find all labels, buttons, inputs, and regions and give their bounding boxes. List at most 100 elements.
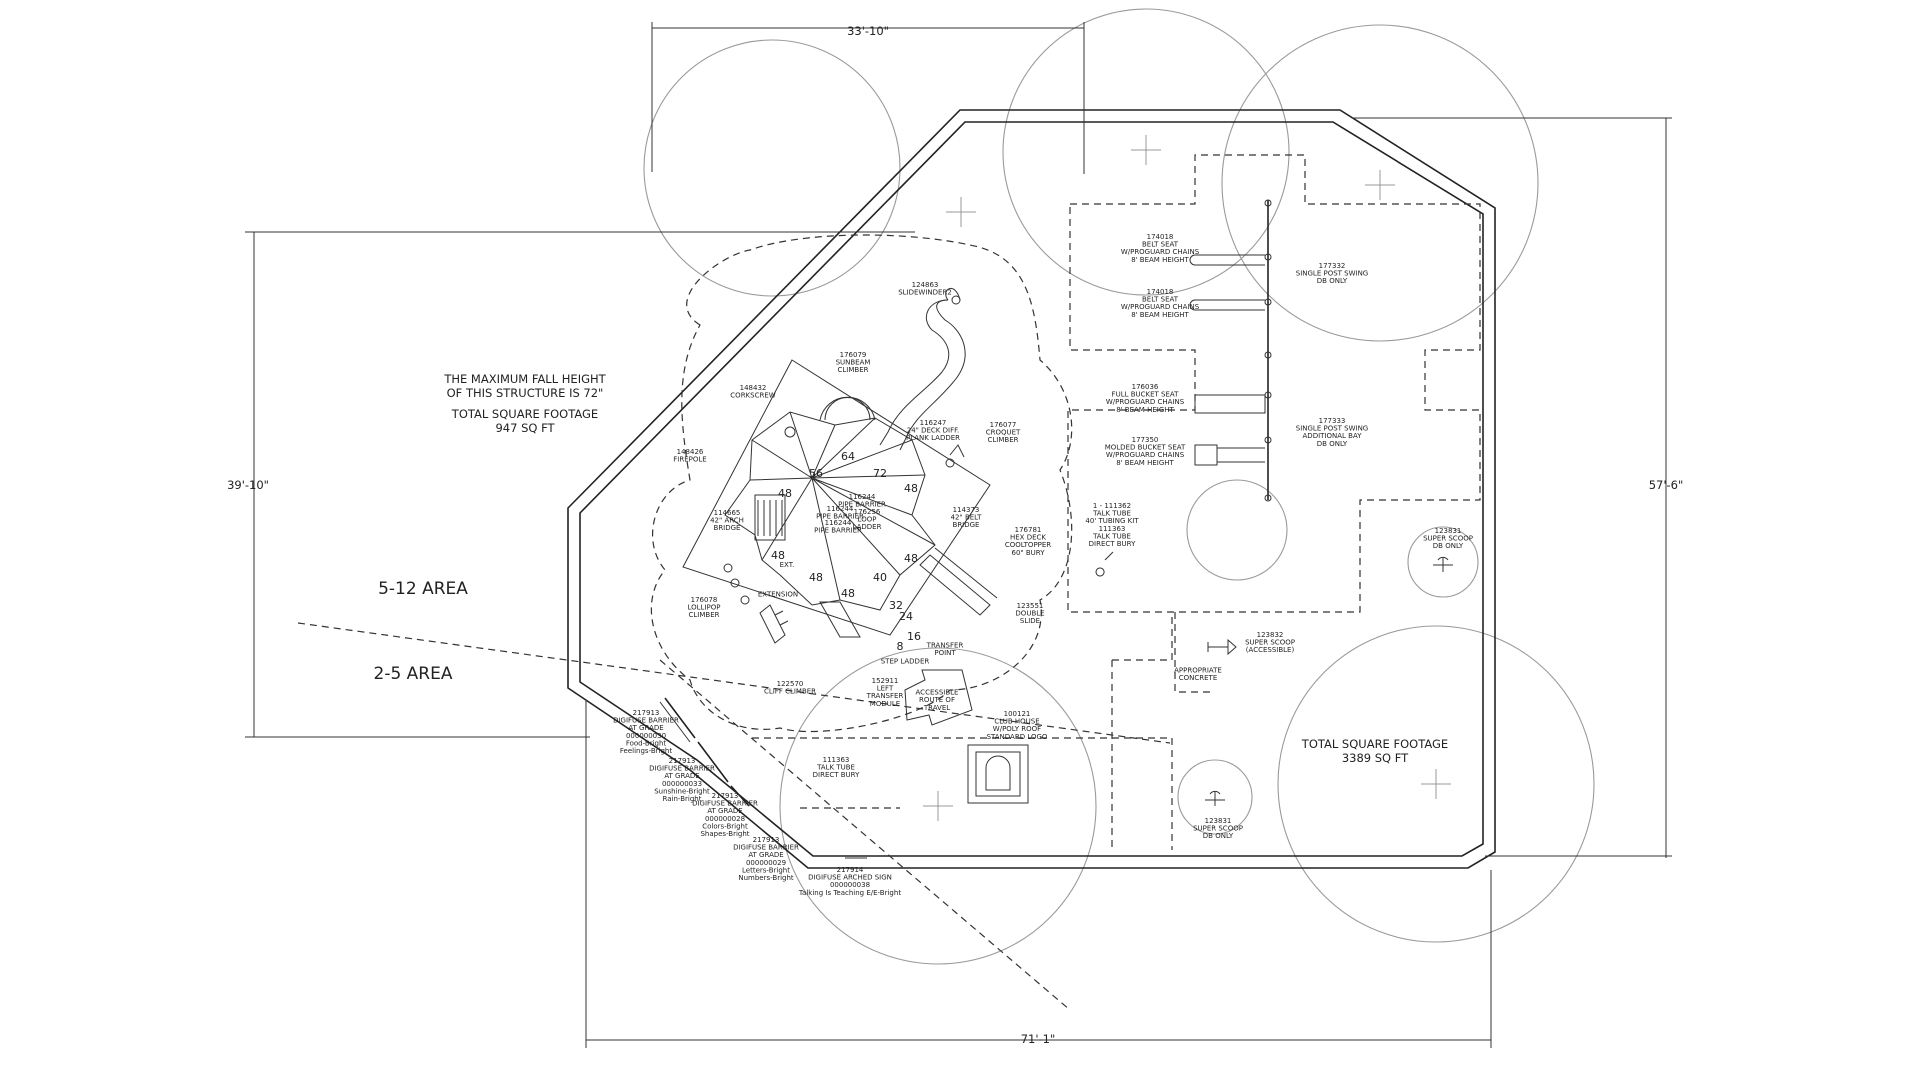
dimension-right: 57'-6" (1649, 478, 1684, 492)
accessible-route-arrow (904, 669, 973, 726)
component-label-line: 60" BURY (1012, 549, 1046, 557)
component-label-line: CORKSCREW (730, 392, 775, 400)
component-label-line: 8' BEAM HEIGHT (1116, 406, 1174, 414)
component-label-line: 8' BEAM HEIGHT (1131, 311, 1189, 319)
component-label-line: PIPE BARRIER (838, 501, 886, 509)
component-label-line: PIPE BARRIER (816, 513, 864, 521)
component-label-line: CLIFF CLIMBER (764, 688, 816, 696)
component-label-line: 217914 (837, 866, 864, 874)
svg-text:16: 16 (907, 630, 921, 643)
component-label-line: Food-Bright (626, 739, 667, 747)
svg-text:3389 SQ FT: 3389 SQ FT (1342, 751, 1409, 765)
component-label-line: 217913 (712, 792, 739, 800)
component-label-line: Numbers-Bright (738, 874, 794, 882)
component-label-line: Colors-Bright (702, 822, 748, 830)
fall-height-note: THE MAXIMUM FALL HEIGHT OF THIS STRUCTUR… (443, 372, 606, 400)
component-label-line: 176079 (840, 351, 867, 359)
component-label-line: HEX DECK (1010, 534, 1046, 542)
component-label-line: 124863 (912, 281, 939, 289)
component-label-line: 8' BEAM HEIGHT (1116, 459, 1174, 467)
component-label-line: ADDITIONAL BAY (1303, 432, 1363, 440)
component-label-line: 000000038 (830, 881, 870, 889)
component-label-line: DB ONLY (1317, 440, 1348, 448)
svg-text:947 SQ FT: 947 SQ FT (495, 421, 555, 435)
component-label-line: DIRECT BURY (1089, 540, 1136, 548)
component-label-line: W/PROGUARD CHAINS (1121, 248, 1200, 256)
component-label-line: 176036 (1132, 383, 1159, 391)
component-label-line: 176781 (1015, 526, 1042, 534)
component-label-line: Sunshine-Bright (654, 787, 710, 795)
component-label-line: CLIMBER (988, 436, 1019, 444)
component-label-line: 177332 (1319, 262, 1346, 270)
component-label-line: 116244 (827, 505, 854, 513)
component-label-line: W/PROGUARD CHAINS (1106, 398, 1185, 406)
total-sqft-note: TOTAL SQUARE FOOTAGE 3389 SQ FT (1301, 737, 1448, 765)
lower-use-zones (752, 612, 1215, 850)
component-label-line: DOUBLE (1015, 610, 1044, 618)
component-label-line: 116244 (825, 519, 852, 527)
component-label-line: MODULE (870, 700, 900, 708)
dimension-lines (245, 22, 1672, 1048)
component-label-line: 111363 (1099, 525, 1126, 533)
svg-text:48: 48 (809, 571, 823, 584)
component-label-line: FULL BUCKET SEAT (1112, 391, 1180, 399)
component-label-line: Talking Is Teaching E/E-Bright (798, 889, 901, 897)
component-label-line: POINT (934, 649, 956, 657)
component-label-line: 176077 (990, 421, 1017, 429)
component-label-line: TRAVEL (923, 704, 950, 712)
component-label-line: 122570 (777, 680, 804, 688)
component-label-line: 123832 (1257, 631, 1284, 639)
dimension-top: 33'-10" (847, 24, 889, 38)
component-label-line: APPROPRIATE (1174, 667, 1222, 675)
svg-text:64: 64 (841, 450, 855, 463)
component-label-line: 148432 (740, 384, 767, 392)
component-label-line: 123551 (1017, 602, 1044, 610)
component-label-line: 217913 (633, 709, 660, 717)
component-label-line: SINGLE POST SWING (1296, 425, 1368, 433)
component-label-line: DIGIFUSE BARRIER (692, 800, 758, 808)
svg-text:EXT.: EXT. (780, 561, 795, 569)
component-label-line: ACCESSIBLE (916, 689, 959, 697)
component-label-line: PIPE BARRIER (814, 527, 862, 535)
component-label-line: AT GRADE (664, 772, 699, 780)
component-label-line: COOLTOPPER (1005, 541, 1051, 549)
component-label-line: SUNBEAM (836, 359, 871, 367)
center-marks (923, 135, 1451, 821)
area-label-upper: 5-12 AREA (378, 579, 468, 599)
component-label-line: TRANSFER (926, 642, 964, 650)
component-label-line: DIRECT BURY (813, 771, 860, 779)
svg-text:56: 56 (809, 467, 823, 480)
component-label-line: SLIDEWINDER2 (898, 289, 952, 297)
area-label-lower: 2-5 AREA (374, 664, 453, 684)
component-label-line: MOLDED BUCKET SEAT (1105, 444, 1186, 452)
component-label-line: SUPER SCOOP (1193, 825, 1243, 833)
play-structure (682, 359, 998, 644)
svg-text:72: 72 (873, 467, 887, 480)
component-label-line: 1 - 111362 (1093, 502, 1131, 510)
svg-text:TOTAL SQUARE FOOTAGE: TOTAL SQUARE FOOTAGE (1301, 737, 1448, 751)
component-label-line: Feelings-Bright (620, 747, 672, 755)
dimension-bottom: 71'-1" (1021, 1032, 1056, 1046)
component-label-line: AT GRADE (707, 807, 742, 815)
component-label-line: BRIDGE (953, 521, 980, 529)
component-label-line: SUPER SCOOP (1423, 535, 1473, 543)
